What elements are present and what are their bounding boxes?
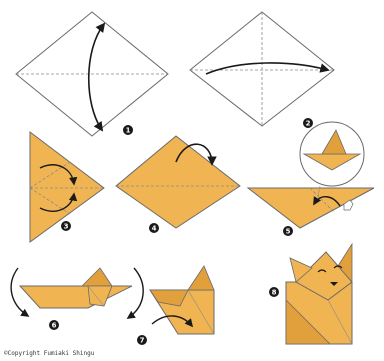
paper-body xyxy=(18,285,133,309)
hand-icon xyxy=(343,199,354,211)
paper-diamond xyxy=(115,135,241,229)
curved-arrow-icon xyxy=(151,315,194,328)
paper-flap xyxy=(149,289,189,307)
step-badge: 1 xyxy=(123,125,133,135)
step-badge: 6 xyxy=(49,320,59,330)
fox-ear-right xyxy=(337,242,353,284)
step-number: 6 xyxy=(52,322,57,330)
fox-ear-left xyxy=(289,257,313,283)
step-number: 8 xyxy=(272,289,277,297)
curved-arrow-icon xyxy=(39,192,78,212)
step-2: 2 xyxy=(189,11,335,128)
crease-line xyxy=(309,187,335,213)
curved-arrow-icon xyxy=(313,196,341,207)
step-number: 1 xyxy=(126,127,131,135)
leader-line xyxy=(317,185,321,197)
step-badge: 8 xyxy=(269,287,279,297)
step-7: 7 xyxy=(137,265,215,345)
step-badge: 2 xyxy=(303,118,313,128)
crease-line xyxy=(87,285,105,307)
fox-eye-icon xyxy=(317,269,327,273)
curved-arrow-icon xyxy=(39,164,78,186)
copyright-notice: ©Copyright Fumiaki Shingu xyxy=(4,350,95,357)
step-number: 3 xyxy=(64,223,69,231)
paper-flap xyxy=(87,285,113,307)
zoom-circle xyxy=(299,121,365,197)
step-badge: 7 xyxy=(137,335,147,345)
crease-line xyxy=(187,289,215,335)
crease-line xyxy=(29,161,71,189)
curved-arrow-icon xyxy=(205,62,330,75)
step-number: 5 xyxy=(286,228,291,236)
paper-triangle xyxy=(29,130,105,243)
paper-detail-flap xyxy=(321,129,347,155)
step-badge: 5 xyxy=(283,226,293,236)
step-5: 5 xyxy=(246,121,375,236)
paper-ear xyxy=(187,265,215,291)
step-badge: 3 xyxy=(61,221,71,231)
step-3: 3 xyxy=(29,130,105,243)
step-number: 4 xyxy=(152,225,157,233)
step-number: 7 xyxy=(140,337,145,345)
paper-ear xyxy=(81,267,113,287)
step-8: 8 xyxy=(269,242,353,345)
step-1: 1 xyxy=(15,11,169,137)
step-4: 4 xyxy=(115,135,241,233)
fox-tail-fold xyxy=(285,299,331,345)
curved-arrow-icon xyxy=(175,143,217,166)
fox-eye-icon xyxy=(333,265,343,269)
curved-arrow-icon xyxy=(126,267,144,319)
curved-double-arrow-icon xyxy=(87,22,106,132)
crease-line xyxy=(327,299,353,345)
fox-nose-icon xyxy=(330,282,338,286)
curved-arrow-icon xyxy=(10,267,30,317)
step-6: 6 xyxy=(10,267,144,330)
paper-triangle xyxy=(246,187,375,229)
crease-line xyxy=(29,187,71,215)
step-number: 2 xyxy=(306,120,311,128)
step-badge: 4 xyxy=(149,223,159,233)
